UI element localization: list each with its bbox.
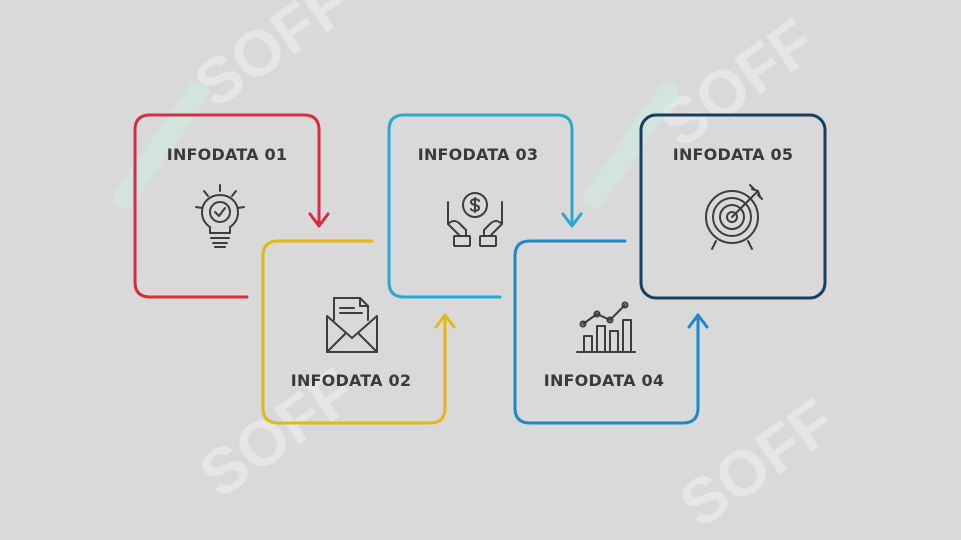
step-2-frame (261, 239, 447, 425)
step-5-frame (639, 113, 827, 300)
bar-chart-trend-icon (576, 301, 636, 353)
step-2-label: INFODATA 02 (290, 371, 412, 390)
lightbulb-check-icon (195, 184, 245, 248)
hands-dollar-coin-icon (447, 192, 503, 247)
step-1-label: INFODATA 01 (166, 145, 288, 164)
step-1-frame (133, 113, 321, 299)
step-3-arrowhead (561, 212, 583, 228)
step-5-label: INFODATA 05 (672, 145, 794, 164)
step-4-frame (513, 239, 700, 425)
step-3-frame (387, 113, 574, 299)
step-2-arrowhead (434, 313, 456, 329)
envelope-letter-icon (326, 297, 378, 353)
step-4-arrowhead (687, 313, 709, 329)
step-4-label: INFODATA 04 (543, 371, 665, 390)
target-arrow-icon (705, 184, 763, 250)
step-3-label: INFODATA 03 (417, 145, 539, 164)
step-1-arrowhead (308, 212, 330, 228)
